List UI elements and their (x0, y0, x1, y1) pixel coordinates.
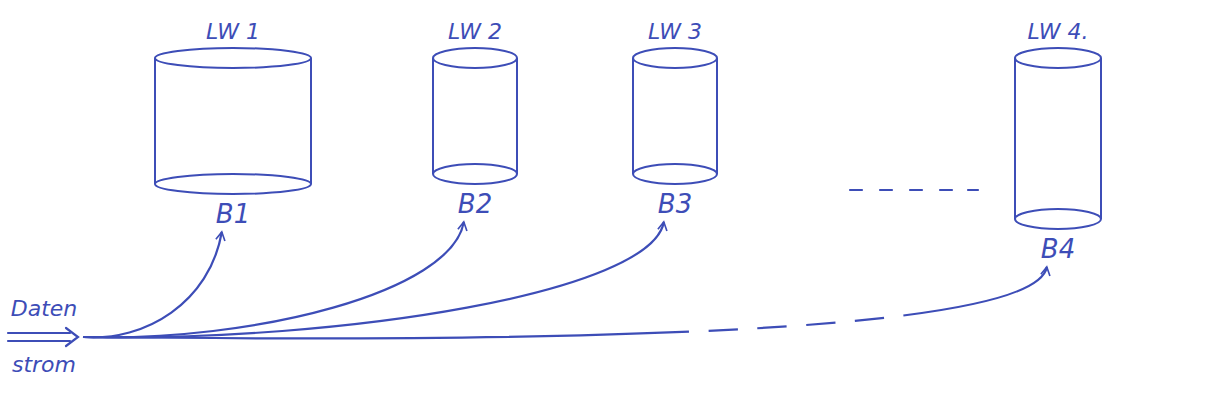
data-arrow (83, 222, 464, 337)
buffer-label: B4 (1041, 235, 1075, 263)
cylinder-outline (631, 46, 719, 186)
storage-cylinder: LW 4. B4 (1010, 18, 1106, 267)
storage-cylinder: LW 2 B2 (428, 18, 522, 222)
storage-cylinder: LW 1 B1 (150, 18, 316, 232)
drive-label: LW 2 (448, 18, 502, 46)
data-arrow (83, 222, 664, 337)
buffer-label: B3 (658, 190, 692, 218)
stream-label: Daten (11, 295, 78, 323)
ellipsis-dashes (850, 189, 978, 191)
stream-line (8, 332, 70, 334)
drive-label: LW 4. (1027, 18, 1088, 46)
data-arrow (83, 232, 222, 337)
cylinder-outline (153, 46, 313, 196)
data-arrow (83, 267, 1047, 338)
stream-label: strom (12, 351, 76, 379)
cylinder-outline (431, 46, 519, 186)
storage-cylinder: LW 3 B3 (628, 18, 722, 222)
stream-line (8, 340, 70, 342)
drive-label: LW 1 (206, 18, 260, 46)
buffer-label: B2 (458, 190, 492, 218)
cylinder-outline (1013, 46, 1103, 231)
stream-head (66, 328, 78, 346)
stream-source: Daten strom (5, 295, 83, 383)
buffer-label: B1 (216, 200, 250, 228)
drive-label: LW 3 (648, 18, 702, 46)
